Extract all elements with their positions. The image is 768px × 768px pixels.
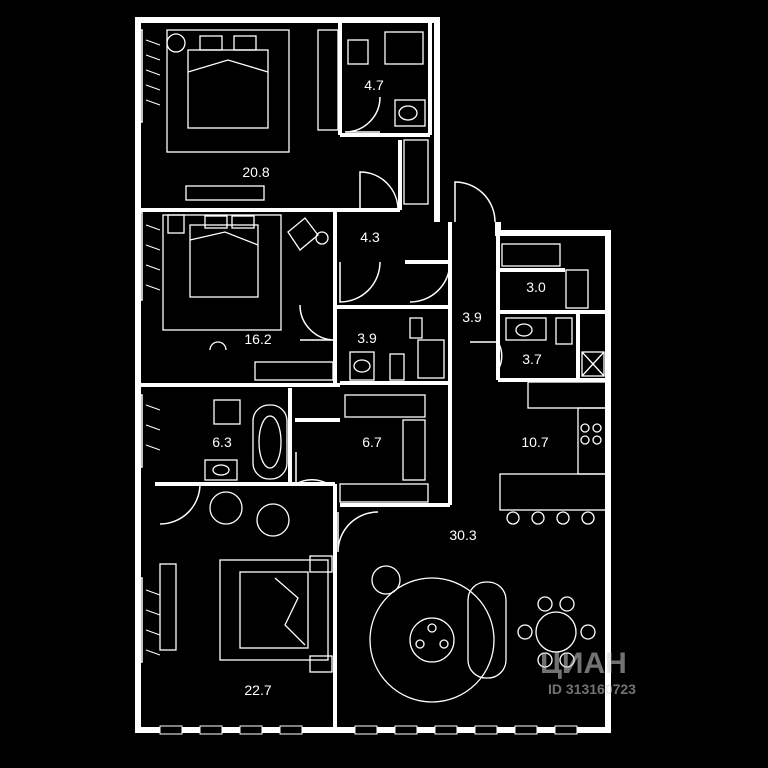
area-wardrobe: 6.7: [362, 434, 382, 450]
living-furniture: [369, 565, 596, 703]
room-labels: 20.8 4.7 4.3 16.2 3.9 3.9 3.0 3.7 6.3 6.…: [212, 77, 549, 698]
doors: [159, 96, 503, 553]
area-corridor: 3.9: [462, 309, 482, 325]
windows-bottom: [159, 725, 578, 735]
watermark-brand: ЦИАН: [540, 647, 627, 680]
watermark-id: ID 313160723: [548, 681, 636, 697]
bath-top-fixtures: [347, 31, 426, 127]
kitchen-fixtures: [499, 381, 607, 525]
watermark: ЦИАН ID 313160723: [540, 647, 636, 697]
storage-laundry-fixtures: [501, 243, 605, 377]
area-bedroom-middle: 16.2: [244, 331, 271, 347]
area-bedroom-bottom: 22.7: [244, 682, 271, 698]
area-hall-small: 4.3: [360, 229, 380, 245]
area-wc-middle: 3.9: [357, 330, 377, 346]
area-bedroom-top: 20.8: [242, 164, 269, 180]
windows-left: [135, 29, 161, 663]
area-laundry: 3.7: [522, 351, 542, 367]
bedroom-bottom-furniture: [159, 491, 333, 673]
wardrobe-fixtures: [339, 394, 429, 503]
bedroom-top-furniture: [166, 29, 429, 205]
area-living: 30.3: [449, 527, 476, 543]
area-bath-top: 4.7: [364, 77, 384, 93]
bedroom-middle-furniture: [162, 214, 334, 381]
area-bath-lower: 6.3: [212, 434, 232, 450]
bath-lower-fixtures: [204, 399, 288, 481]
wc-middle-fixtures: [349, 317, 445, 381]
area-storage: 3.0: [526, 279, 546, 295]
area-kitchen: 10.7: [521, 434, 548, 450]
